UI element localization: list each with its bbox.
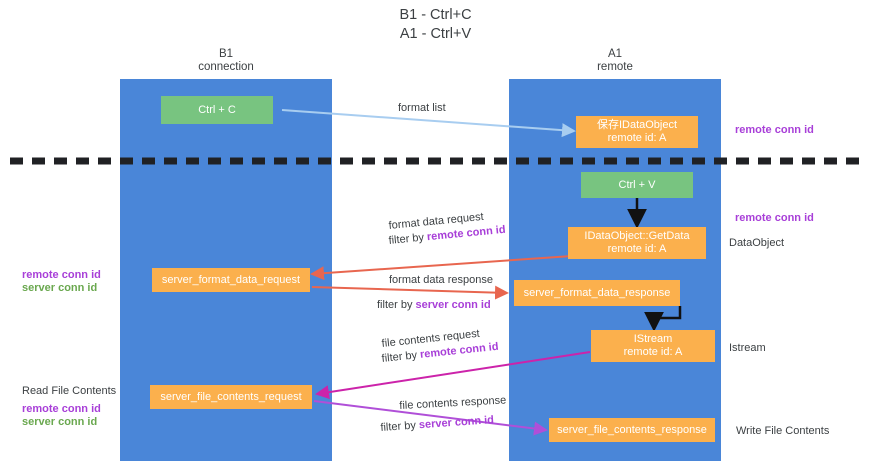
column-header-b1-line1: B1 bbox=[218, 48, 234, 60]
box-server-file-contents-request[interactable]: server_file_contents_request bbox=[150, 385, 312, 409]
annotation-left-remote-conn-id-2: remote conn id bbox=[22, 403, 101, 415]
box-ctrl-v[interactable]: Ctrl + V bbox=[581, 172, 693, 198]
box-idataobject-getdata-label: IDataObject::GetData remote id: A bbox=[584, 230, 690, 255]
annotation-remote-conn-id-top: remote conn id bbox=[735, 124, 814, 136]
box-ctrl-c[interactable]: Ctrl + C bbox=[161, 96, 273, 124]
box-server-file-contents-response-label: server_file_contents_response bbox=[557, 423, 707, 436]
annotation-left-server-conn-id: server conn id bbox=[22, 282, 98, 294]
annotation-left-remote-conn-id: remote conn id bbox=[22, 269, 101, 281]
annotation-remote-conn-id-mid: remote conn id bbox=[735, 212, 814, 224]
box-server-format-data-request[interactable]: server_format_data_request bbox=[152, 268, 310, 292]
box-server-file-contents-response[interactable]: server_file_contents_response bbox=[549, 418, 715, 442]
filter-prefix: filter by bbox=[381, 348, 421, 365]
box-istream[interactable]: IStream remote id: A bbox=[591, 330, 715, 362]
column-header-a1-line2: remote bbox=[597, 61, 633, 73]
annotation-read-file-contents: Read File Contents bbox=[22, 385, 117, 397]
filter-prefix: filter by bbox=[388, 231, 428, 247]
box-istream-label: IStream remote id: A bbox=[623, 333, 683, 358]
box-save-idataobject-label: 保存IDataObject remote id: A bbox=[596, 119, 678, 144]
box-ctrl-c-label: Ctrl + C bbox=[198, 103, 236, 116]
edge-label-file-contents-response: file contents response bbox=[399, 394, 507, 412]
box-server-format-data-request-label: server_format_data_request bbox=[161, 273, 301, 286]
box-server-format-data-response-label: server_format_data_response bbox=[523, 286, 671, 299]
filter-prefix: filter by bbox=[380, 419, 420, 434]
annotation-left-server-conn-id-2: server conn id bbox=[22, 416, 98, 428]
box-ctrl-v-label: Ctrl + V bbox=[618, 178, 656, 191]
filter-key-server-conn-id: server conn id bbox=[418, 414, 495, 432]
box-save-idataobject[interactable]: 保存IDataObject remote id: A bbox=[576, 116, 698, 148]
column-header-b1: B1 connection bbox=[146, 48, 306, 74]
arrow-format-data-response bbox=[311, 285, 509, 300]
edge-label-format-list: format list bbox=[398, 102, 446, 114]
filter-key-server-conn-id: server conn id bbox=[415, 299, 491, 311]
box-server-format-data-response[interactable]: server_format_data_response bbox=[514, 280, 680, 306]
annotation-dataobject: DataObject bbox=[729, 237, 785, 249]
page-title: B1 - Ctrl+C A1 - Ctrl+V bbox=[399, 7, 472, 42]
edge-label-format-data-response-filter: filter by server conn id bbox=[377, 298, 491, 312]
column-header-a1-line1: A1 bbox=[607, 48, 623, 60]
filter-prefix: filter by bbox=[377, 299, 416, 311]
edge-label-file-contents-response-filter: filter by server conn id bbox=[380, 413, 494, 435]
edge-label-format-data-response: format data response bbox=[389, 274, 493, 286]
annotation-write-file-contents: Write File Contents bbox=[736, 425, 830, 437]
annotation-istream: Istream bbox=[729, 342, 766, 354]
box-server-file-contents-request-label: server_file_contents_request bbox=[160, 390, 302, 403]
column-header-b1-line2: connection bbox=[198, 61, 254, 73]
column-header-a1: A1 remote bbox=[535, 48, 695, 74]
box-idataobject-getdata[interactable]: IDataObject::GetData remote id: A bbox=[568, 227, 706, 259]
